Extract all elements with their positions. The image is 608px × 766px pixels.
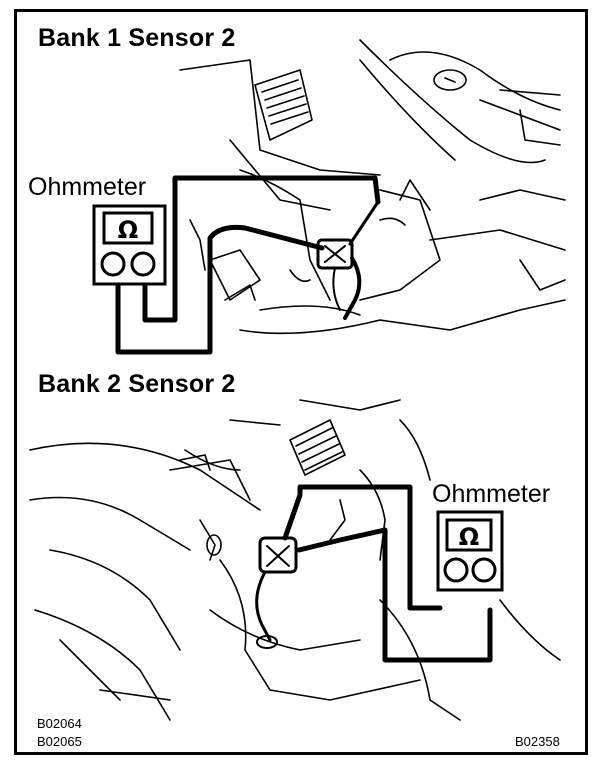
top-panel-title: Bank 1 Sensor 2 [38, 24, 236, 52]
top-ohmmeter-leads [115, 175, 381, 355]
top-ohmmeter [92, 204, 167, 286]
bottom-sensor-connector [255, 536, 298, 649]
bottom-panel-title: Bank 2 Sensor 2 [38, 370, 236, 398]
figure-code-right: B02358 [515, 734, 560, 749]
top-ohm-symbol: Ω [118, 216, 138, 244]
figure-code-left-1: B02064 [37, 716, 82, 731]
bottom-ohmmeter-label: Ohmmeter [432, 480, 551, 508]
top-ohmmeter-label: Ohmmeter [28, 173, 147, 201]
figure-code-left-2: B02065 [37, 734, 82, 749]
top-dashboard-illustration [179, 39, 566, 335]
bottom-dashboard-illustration [29, 399, 561, 721]
bottom-ohmmeter [436, 510, 504, 592]
bottom-ohmmeter-leads [282, 484, 493, 663]
bottom-ohm-symbol: Ω [459, 523, 479, 551]
top-sensor-connector [316, 238, 362, 320]
